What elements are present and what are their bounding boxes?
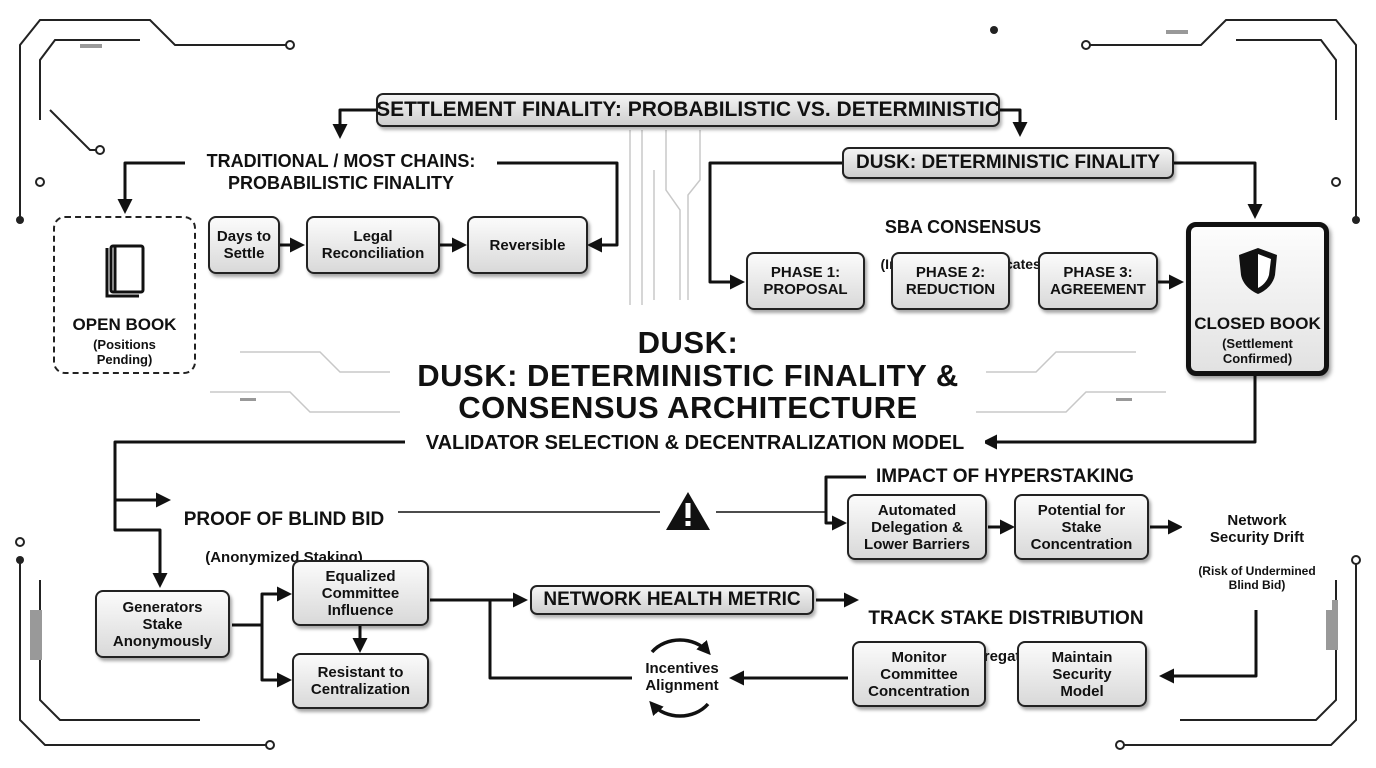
main-title-line-1: DUSK: <box>637 325 739 360</box>
traditional-heading: TRADITIONAL / MOST CHAINS: PROBABILISTIC… <box>185 150 497 194</box>
closed-book-subtitle: (Settlement Confirmed) <box>1222 336 1293 366</box>
track-stake-title: TRACK STAKE DISTRIBUTION <box>868 608 1144 629</box>
open-book-card: OPEN BOOK (Positions Pending) <box>53 216 196 374</box>
sba-consensus-title: SBA CONSENSUS <box>884 217 1042 237</box>
shield-icon <box>1238 248 1277 294</box>
open-book-title: OPEN BOOK <box>72 315 177 334</box>
network-security-drift-title: Network Security Drift <box>1209 512 1305 546</box>
network-health-metric-label: NETWORK HEALTH METRIC <box>543 589 801 610</box>
equalized-committee-box: Equalized Committee Influence <box>292 560 429 626</box>
hyperstaking-heading: IMPACT OF HYPERSTAKING <box>866 466 1144 488</box>
cycle-arrows-icon <box>649 638 711 718</box>
monitor-committee-box: Monitor Committee Concentration <box>852 641 986 707</box>
closed-book-title: CLOSED BOOK <box>1194 314 1321 333</box>
book-icon <box>105 244 144 298</box>
reversible-box: Reversible <box>467 216 588 274</box>
resistant-centralization-box: Resistant to Centralization <box>292 653 429 709</box>
settlement-finality-label: SETTLEMENT FINALITY: PROBABILISTIC VS. D… <box>376 98 1000 121</box>
network-security-drift-subtitle: (Risk of Undermined Blind Bid) <box>1198 564 1316 592</box>
main-title-line-2: DUSK: DETERMINISTIC FINALITY & <box>417 358 959 393</box>
days-to-settle-box: Days to Settle <box>208 216 280 274</box>
open-book-subtitle: (Positions Pending) <box>93 337 156 367</box>
potential-stake-concentration-box: Potential for Stake Concentration <box>1014 494 1149 560</box>
proof-of-blind-bid-title: PROOF OF BLIND BID <box>183 509 385 530</box>
closed-book-card: CLOSED BOOK (Settlement Confirmed) <box>1186 222 1329 376</box>
main-title-line-3: CONSENSUS ARCHITECTURE <box>458 390 918 425</box>
automated-delegation-box: Automated Delegation & Lower Barriers <box>847 494 987 560</box>
phase-1-box: PHASE 1: PROPOSAL <box>746 252 865 310</box>
network-security-drift-note: Network Security Drift (Risk of Undermin… <box>1182 494 1332 610</box>
dusk-finality-header: DUSK: DETERMINISTIC FINALITY <box>842 147 1174 179</box>
legal-reconciliation-box: Legal Reconciliation <box>306 216 440 274</box>
phase-3-box: PHASE 3: AGREEMENT <box>1038 252 1158 310</box>
proof-of-blind-bid-heading: PROOF OF BLIND BID (Anonymized Staking) <box>172 491 396 585</box>
settlement-finality-header: SETTLEMENT FINALITY: PROBABILISTIC VS. D… <box>376 93 1000 127</box>
dusk-finality-label: DUSK: DETERMINISTIC FINALITY <box>856 152 1160 173</box>
incentives-alignment-label: Incentives Alignment <box>645 660 719 694</box>
phase-2-box: PHASE 2: REDUCTION <box>891 252 1010 310</box>
warning-triangle-icon <box>666 492 710 530</box>
network-health-metric-pill: NETWORK HEALTH METRIC <box>530 585 814 615</box>
maintain-security-model-box: Maintain Security Model <box>1017 641 1147 707</box>
generators-stake-box: Generators Stake Anonymously <box>95 590 230 658</box>
validator-selection-heading: VALIDATOR SELECTION & DECENTRALIZATION M… <box>405 431 985 455</box>
